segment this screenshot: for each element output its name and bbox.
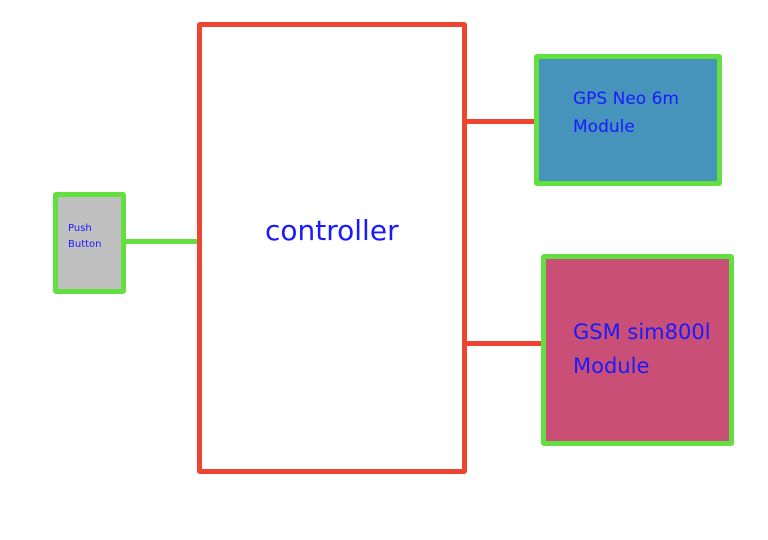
gsm-label-line2: Module: [573, 354, 650, 378]
controller-to-gsm-connector: [463, 341, 544, 346]
push-to-controller-connector: [124, 239, 200, 244]
push-button-label-line2: Button: [68, 239, 102, 250]
gsm-module-block: [541, 254, 734, 446]
push-button-block: [53, 192, 126, 294]
controller-label: controller: [265, 214, 399, 247]
gps-label-line1: GPS Neo 6m: [573, 89, 679, 109]
push-button-label-line1: Push: [68, 223, 92, 234]
gps-module-block: [534, 54, 722, 186]
controller-block: [197, 22, 467, 474]
gps-label-line2: Module: [573, 117, 635, 137]
controller-to-gps-connector: [465, 119, 537, 124]
gsm-label-line1: GSM sim800l: [573, 320, 711, 344]
